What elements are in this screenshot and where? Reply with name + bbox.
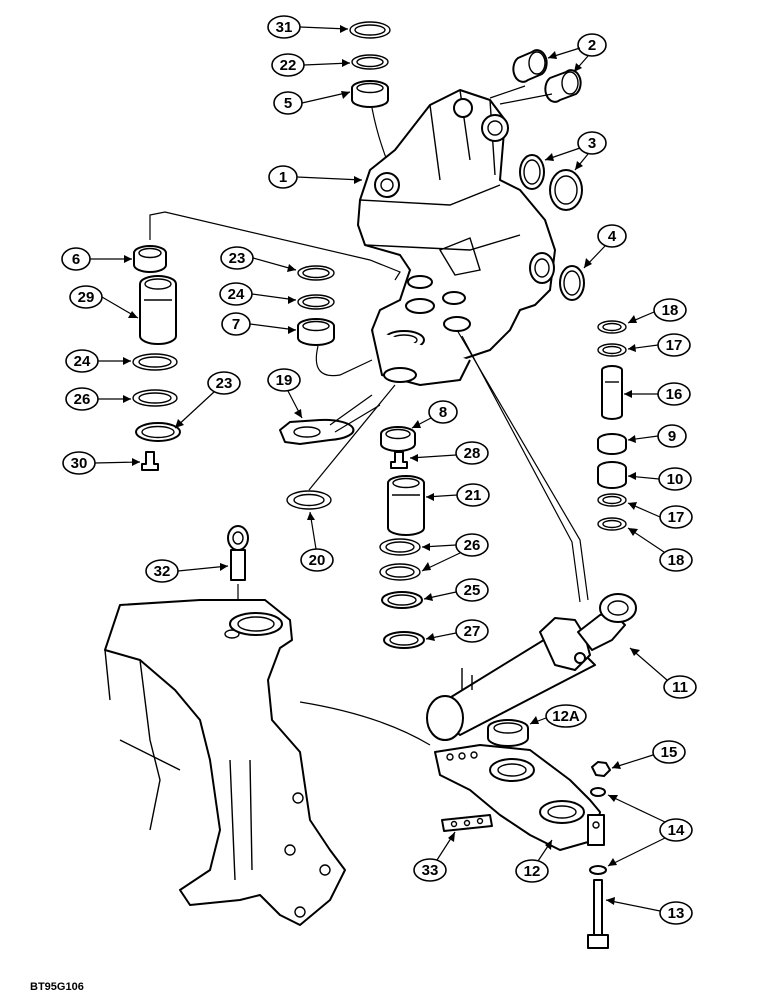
callout-27: 27 [425,619,489,643]
svg-text:13: 13 [668,905,685,922]
svg-text:6: 6 [72,251,80,268]
svg-text:7: 7 [232,316,240,333]
svg-text:16: 16 [666,386,683,403]
svg-text:17: 17 [668,509,685,526]
callout-28: 28 [409,441,489,465]
callout-5: 5 [273,91,351,115]
svg-text:24: 24 [74,353,91,370]
callout-6: 6 [61,247,132,271]
svg-text:24: 24 [228,286,245,303]
svg-text:22: 22 [280,57,297,74]
svg-text:4: 4 [608,228,617,245]
callout-23: 23 [220,246,297,272]
callout-18-lower: 18 [627,527,693,572]
svg-text:10: 10 [667,471,684,488]
callout-31: 31 [267,15,349,39]
svg-text:18: 18 [662,302,679,319]
callout-21: 21 [425,483,490,507]
callout-16: 16 [624,382,691,406]
svg-text:9: 9 [668,428,676,445]
callout-29: 29 [69,285,139,319]
callout-9: 9 [627,424,687,448]
svg-text:21: 21 [465,487,482,504]
callout-24: 24 [219,282,297,306]
callout-32: 32 [145,559,229,583]
svg-text:19: 19 [276,372,293,389]
svg-text:11: 11 [672,679,688,696]
svg-text:33: 33 [422,862,439,879]
callout-20: 20 [300,511,334,572]
svg-text:1: 1 [279,169,287,186]
svg-text:18: 18 [668,552,685,569]
svg-text:2: 2 [588,37,596,54]
callout-8: 8 [411,400,458,429]
svg-text:26: 26 [464,537,481,554]
svg-text:23: 23 [216,375,233,392]
callout-13: 13 [605,897,693,925]
svg-text:20: 20 [309,552,326,569]
callout-17: 17 [627,333,691,357]
callout-30: 30 [62,451,141,475]
callout-4: 4 [583,224,627,269]
svg-text:15: 15 [661,744,678,761]
callout-10: 10 [627,467,692,491]
callout-1: 1 [268,165,363,189]
svg-text:14: 14 [668,822,685,839]
part-drawings [104,21,637,949]
figure-code: BT95G106 [30,981,84,993]
callout-18: 18 [627,298,687,324]
callout-17-lower: 17 [627,502,693,529]
callout-25: 25 [423,578,489,602]
callout-26-left: 26 [65,387,131,411]
svg-text:26: 26 [74,391,91,408]
svg-text:12A: 12A [552,708,580,725]
callout-11: 11 [629,647,697,699]
callout-24-left: 24 [65,349,131,373]
svg-text:27: 27 [464,623,481,640]
callout-14: 14 [607,794,693,867]
svg-text:30: 30 [71,455,88,472]
svg-text:31: 31 [276,19,293,36]
callout-19: 19 [267,368,303,419]
svg-text:23: 23 [229,250,246,267]
callout-12a: 12A [529,704,587,728]
callouts: 31 22 5 2 3 [61,15,697,925]
svg-text:8: 8 [439,404,447,421]
svg-text:25: 25 [464,582,481,599]
callout-15: 15 [611,740,686,769]
callout-12: 12 [515,839,553,883]
callout-3: 3 [544,131,607,171]
svg-text:29: 29 [78,289,95,306]
callout-23-left: 23 [174,371,241,429]
callout-2: 2 [547,33,607,73]
callout-7: 7 [221,312,297,336]
callout-26: 26 [421,533,489,572]
svg-text:5: 5 [284,95,292,112]
svg-text:28: 28 [464,445,481,462]
svg-text:17: 17 [666,337,683,354]
svg-text:32: 32 [154,563,171,580]
svg-text:3: 3 [588,135,596,152]
svg-text:12: 12 [524,863,541,880]
callout-33: 33 [413,831,456,882]
callout-22: 22 [271,53,351,77]
